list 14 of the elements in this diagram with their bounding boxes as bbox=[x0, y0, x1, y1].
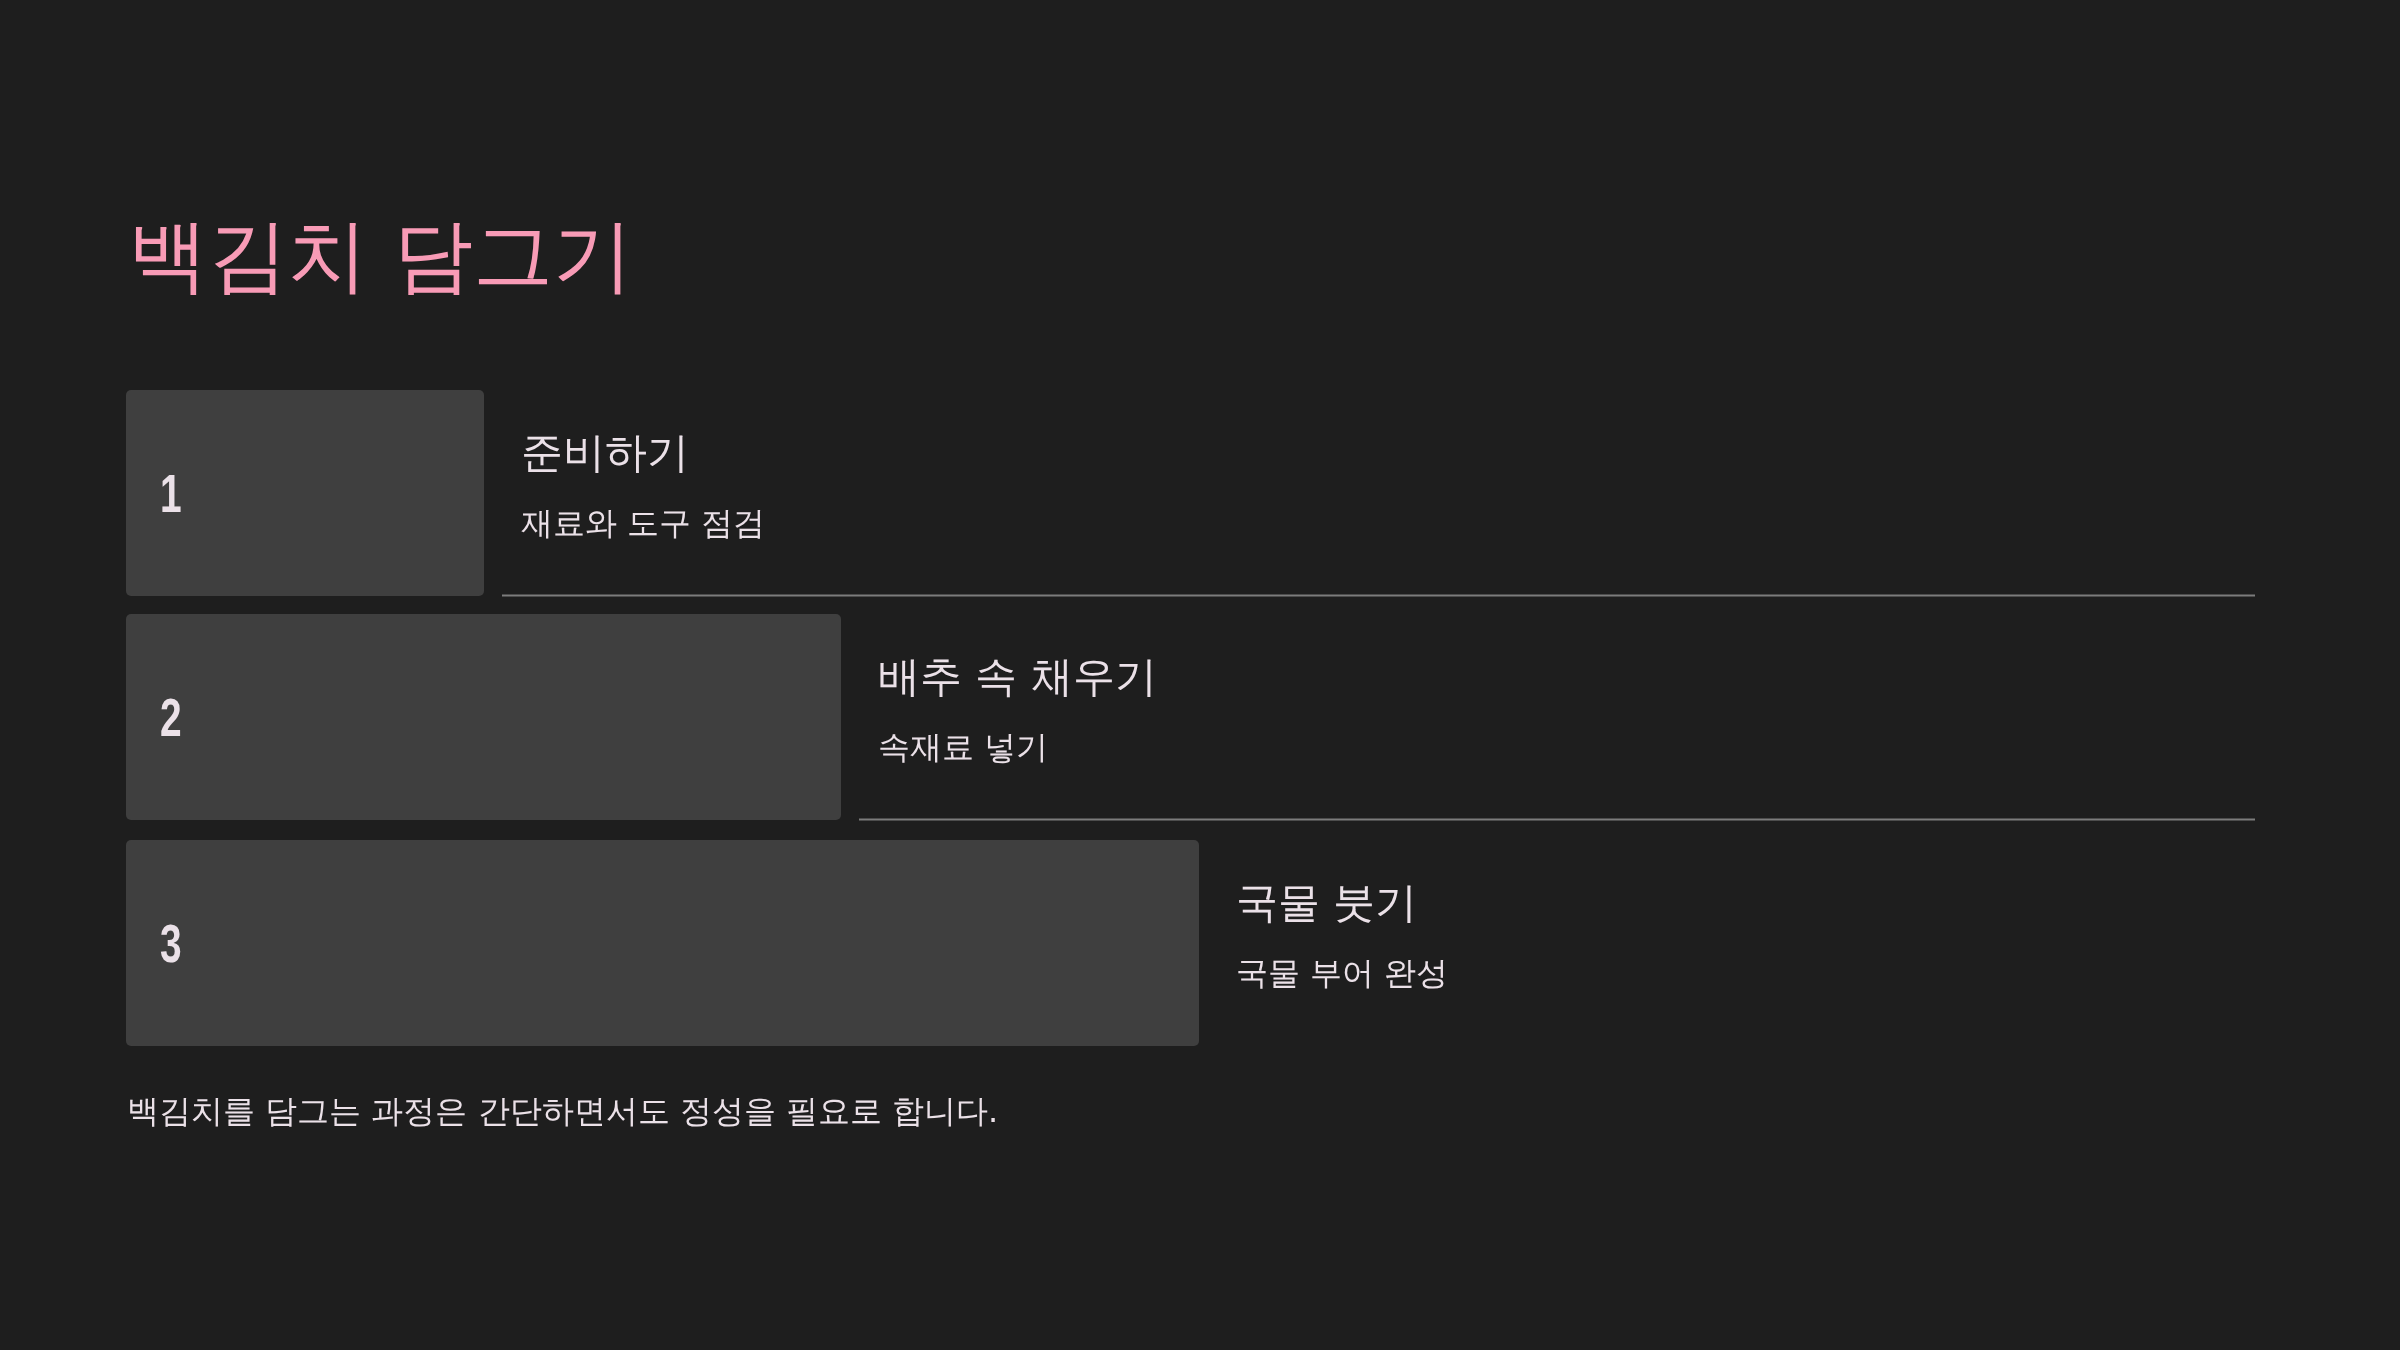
step-title: 준비하기 bbox=[521, 428, 689, 479]
step-number: 2 bbox=[160, 690, 182, 744]
step-description: 속재료 넣기 bbox=[878, 728, 1049, 767]
title: 백김치 담그기 bbox=[128, 208, 634, 304]
step-bar bbox=[126, 614, 841, 820]
step-bar bbox=[126, 390, 484, 596]
step-title: 배추 속 채우기 bbox=[878, 652, 1157, 703]
step-number: 3 bbox=[160, 916, 182, 970]
step-description: 국물 부어 완성 bbox=[1236, 954, 1449, 993]
step-bar bbox=[126, 840, 1199, 1046]
step-title: 국물 붓기 bbox=[1236, 878, 1418, 929]
step-number: 1 bbox=[160, 466, 182, 520]
step-description: 재료와 도구 점검 bbox=[521, 504, 766, 543]
caption: 백김치를 담그는 과정은 간단하면서도 정성을 필요로 합니다. bbox=[127, 1092, 999, 1131]
